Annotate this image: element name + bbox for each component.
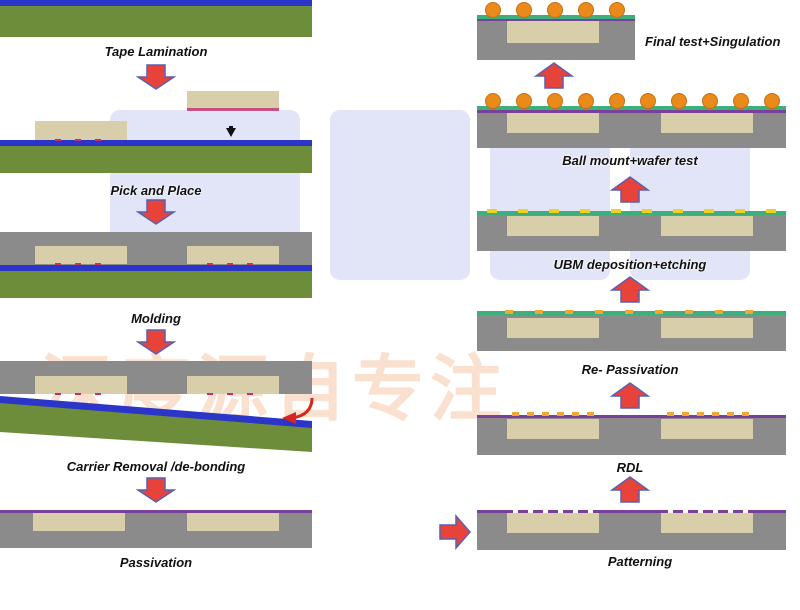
label-ball-mount: Ball mount+wafer test [562,153,698,168]
die-left [507,216,599,236]
die-placed [35,121,127,140]
die-right [661,419,753,439]
flow-arrows-right [533,62,651,503]
solder-ball [516,2,532,18]
carrier-top [0,5,312,37]
tape-layer [0,265,312,271]
die-right [187,376,279,394]
tape-top [0,0,312,6]
die [507,21,599,43]
die-floating [187,91,279,110]
flow-arrows-left [135,64,177,503]
solder-ball [609,93,625,109]
label-passivation: Passivation [119,555,193,570]
up-arrow-icon [609,176,651,203]
solder-ball [485,2,501,18]
down-arrow-icon [135,329,177,355]
ubm-layer [477,106,786,111]
solder-ball [671,93,687,109]
up-arrow-icon [609,276,651,303]
die-pads [187,108,279,111]
down-arrow-icon [135,199,177,225]
die-left [33,513,125,531]
ubm-pads [487,209,776,213]
carrier-layer [0,146,312,173]
die-right [187,246,279,264]
place-arrow-stem [229,126,233,130]
solder-ball [609,2,625,18]
solder-ball [640,93,656,109]
label-final-test: Final test+Singulation [645,34,781,49]
label-ubm: UBM deposition+etching [553,257,707,272]
die-left [507,113,599,133]
passivation-layer [477,110,786,113]
up-arrow-icon [533,62,575,89]
die-pads [55,139,253,395]
label-patterning: Patterning [607,554,673,569]
die-right [187,513,279,531]
die-right [661,216,753,236]
label-molding: Molding [131,311,181,326]
down-arrow-icon [135,477,177,503]
removal-arrowhead-icon [282,412,296,424]
die-left [35,376,127,394]
tilted-carrier [0,396,312,452]
ubm-layer [477,211,786,215]
carrier-layer [0,271,312,298]
place-arrow-icon [226,128,236,137]
re-passivation-pads [505,310,753,314]
die-left [507,513,599,533]
up-arrow-icon [609,382,651,409]
label-pick-and-place: Pick and Place [110,183,202,198]
right-arrow-icon [439,514,471,550]
rdl-pads [512,412,749,416]
watermark-shape [330,110,470,280]
label-carrier-removal: Carrier Removal /de-bonding [66,459,246,474]
die-right [661,513,753,533]
die-left [507,419,599,439]
solder-ball [516,93,532,109]
label-tape-lamination: Tape Lamination [104,44,208,59]
die-left [35,246,127,264]
pattern-openings [513,510,748,513]
solder-ball [485,93,501,109]
solder-ball [578,93,594,109]
passivation-layer [477,18,635,21]
solder-ball [578,2,594,18]
down-arrow-icon [135,64,177,90]
tape-layer [0,140,312,146]
solder-ball [702,93,718,109]
passivation-layer [477,510,786,513]
die-right [661,318,753,338]
passivation-layer [477,415,786,418]
up-arrow-icon [609,476,651,503]
label-re-passivation: Re- Passivation [581,362,679,377]
label-rdl: RDL [616,460,644,475]
solder-ball [547,2,563,18]
solder-ball [764,93,780,109]
solder-ball [733,93,749,109]
solder-ball [547,93,563,109]
passivation-layer [0,510,312,513]
die-left [507,318,599,338]
die-right [661,113,753,133]
